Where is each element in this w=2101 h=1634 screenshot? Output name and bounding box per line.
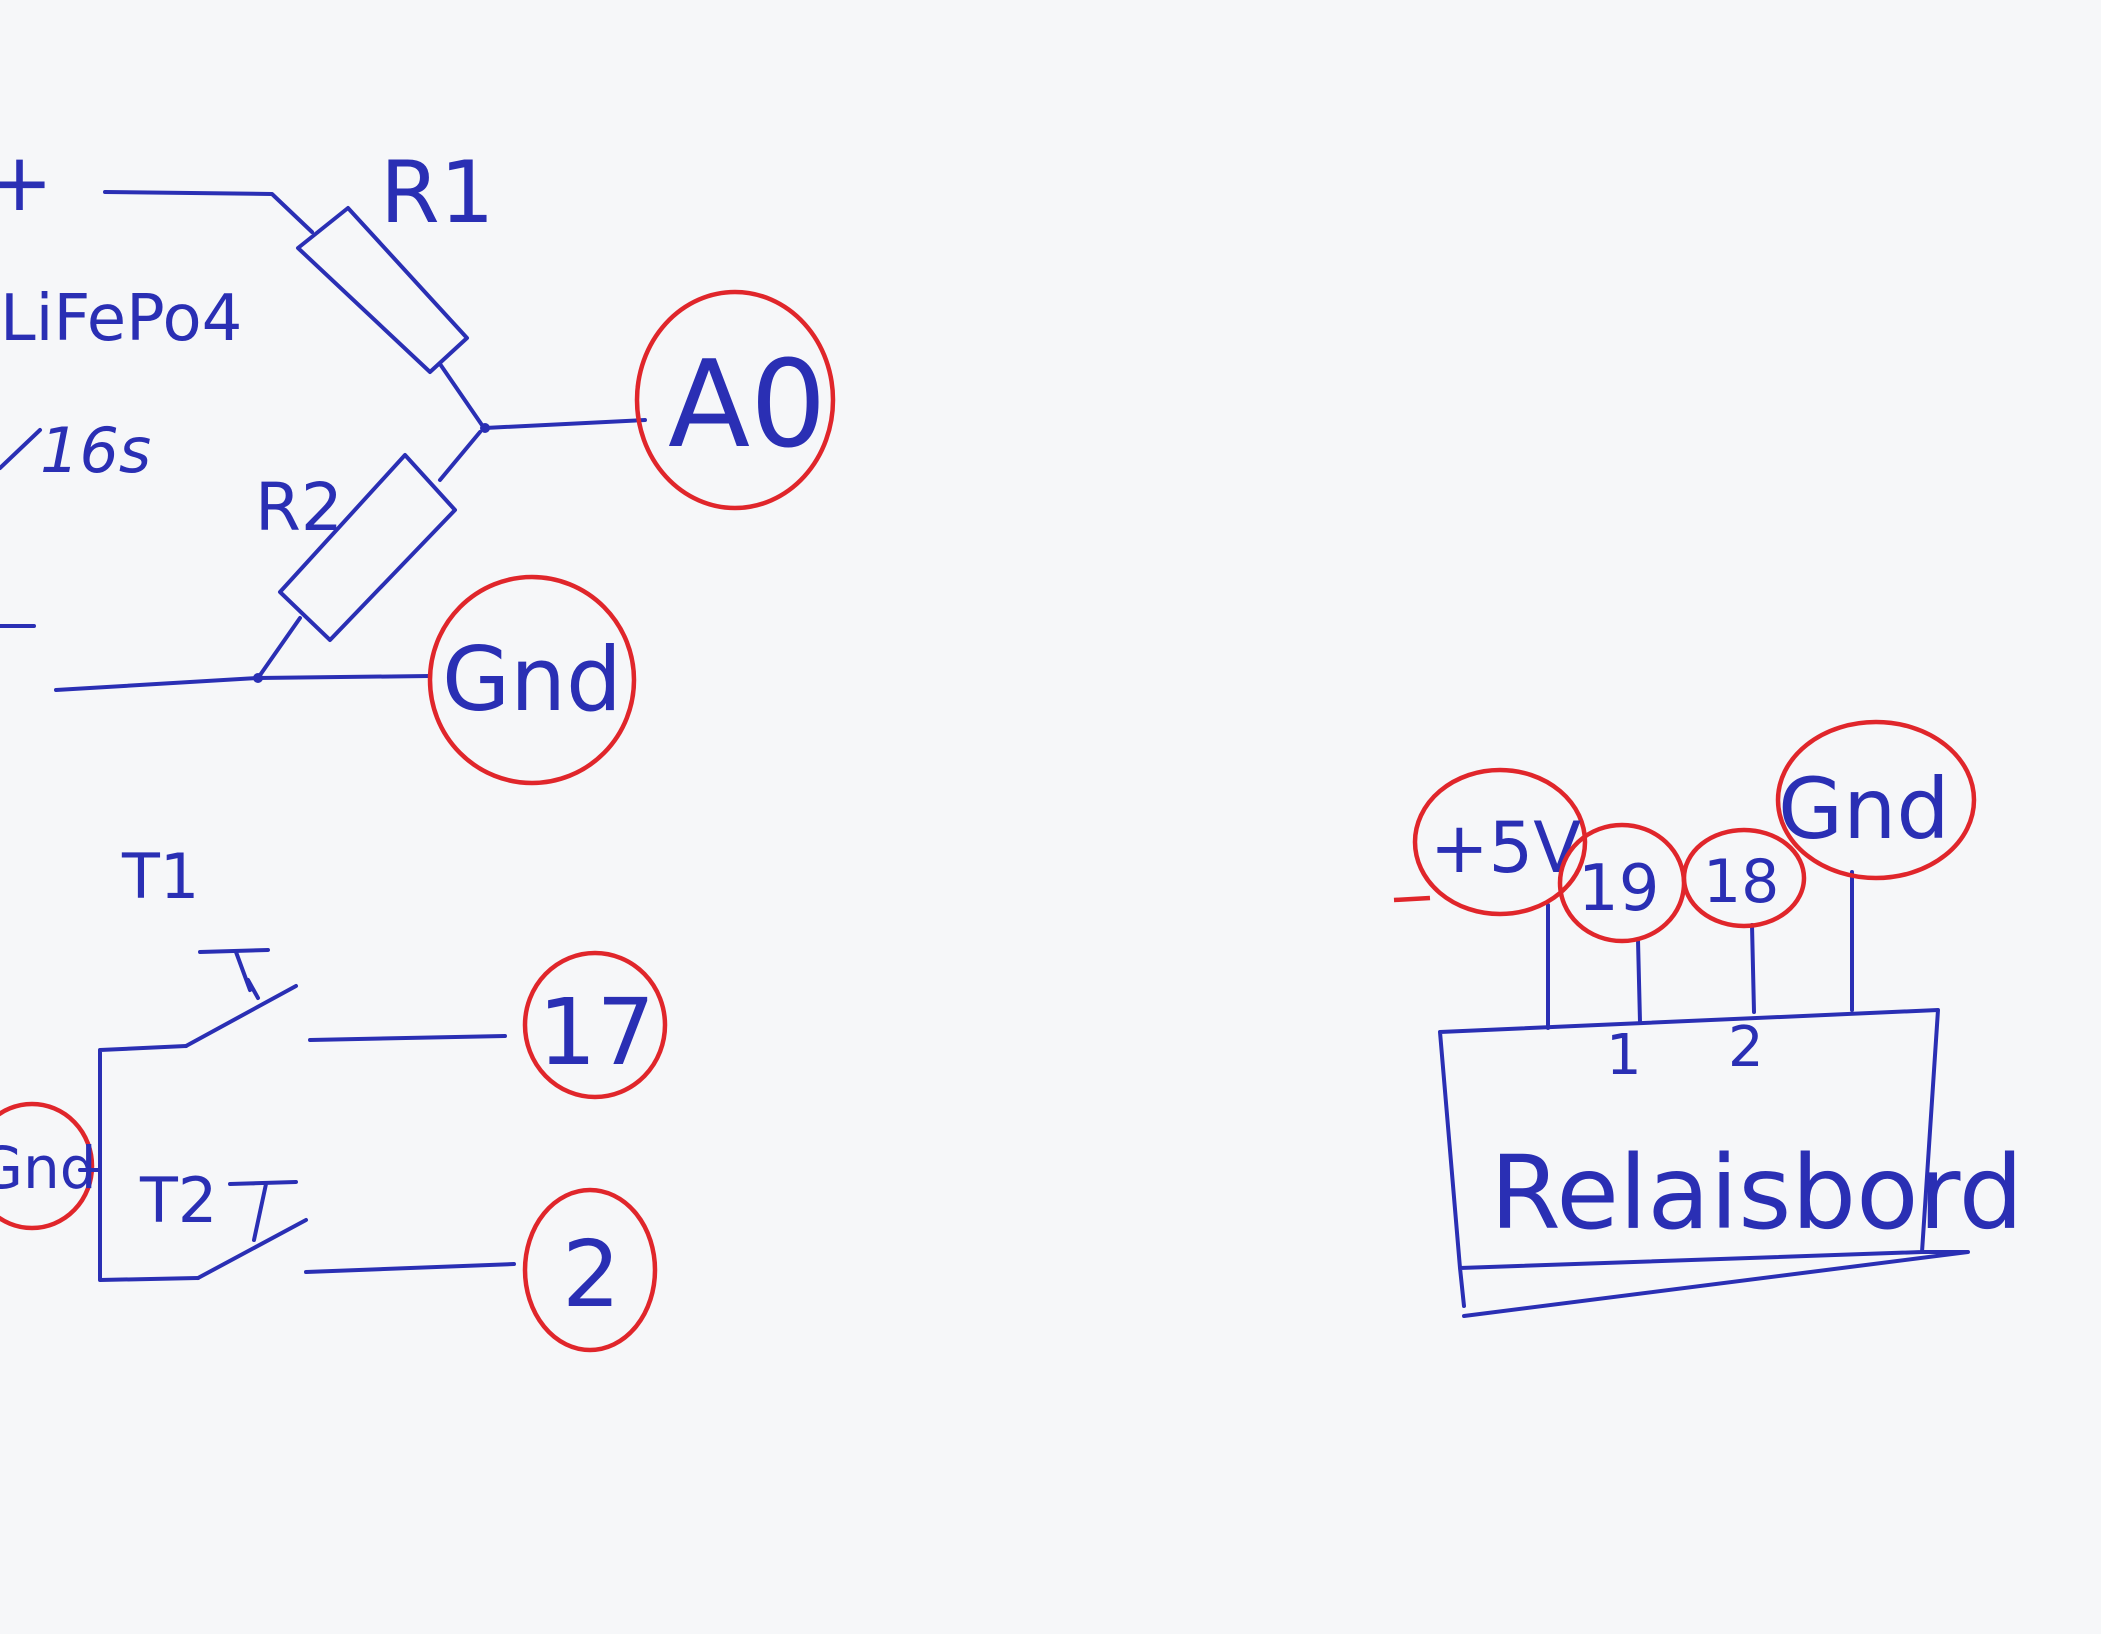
relay-pin-18-circle bbox=[1681, 827, 1807, 929]
battery-chemistry-label: LiFePo4 bbox=[0, 282, 242, 356]
relay-pin-5v-label: +5V bbox=[1430, 807, 1581, 889]
relay-channel-1: 1 bbox=[1606, 1023, 1642, 1088]
switch-t1-blade bbox=[184, 948, 298, 1048]
relay-lead-18 bbox=[1750, 923, 1756, 1014]
relay-channel-2: 2 bbox=[1728, 1015, 1764, 1080]
wire-t2-to-2 bbox=[304, 1262, 516, 1274]
pin-2-label: 2 bbox=[562, 1221, 621, 1328]
wire-junction-to-r2 bbox=[438, 430, 482, 482]
wire-to-a0 bbox=[483, 418, 647, 430]
relay-board-title: Relaisbord bbox=[1490, 1134, 2023, 1253]
switch-t2-label: T2 bbox=[139, 1164, 217, 1237]
pin-2-circle bbox=[522, 1187, 658, 1353]
relay-pin-gnd-label: Gnd bbox=[1778, 760, 1950, 858]
pin-17-label: 17 bbox=[538, 979, 655, 1086]
battery-cells-label: 16s bbox=[40, 414, 151, 487]
wire-plus-to-r1 bbox=[103, 190, 314, 234]
relay-board-box bbox=[1438, 1008, 1970, 1318]
relay-lead-19 bbox=[1636, 938, 1642, 1024]
pin-gnd-circle bbox=[427, 574, 637, 786]
relay-pin-5v-circle bbox=[1412, 767, 1588, 917]
pin-17-circle bbox=[522, 950, 668, 1100]
battery-cells-slash bbox=[0, 428, 42, 470]
wire-r1-to-junction bbox=[438, 362, 486, 430]
wire-t1-to-17 bbox=[308, 1034, 507, 1042]
switch-frame bbox=[78, 1044, 200, 1282]
relay-pin-5v-tail bbox=[1393, 895, 1431, 903]
wire-minus-to-gnd bbox=[54, 674, 432, 692]
resistor-r2 bbox=[278, 453, 457, 642]
resistor-r2-label: R2 bbox=[255, 469, 343, 546]
wire-r2-to-gnd bbox=[256, 616, 302, 680]
switch-t2-blade bbox=[196, 1180, 308, 1280]
relay-pin-gnd-circle bbox=[1775, 719, 1977, 881]
relay-pin-19-label: 19 bbox=[1578, 852, 1659, 926]
switch-t1-label: T1 bbox=[121, 840, 199, 913]
pin-a0-circle bbox=[634, 289, 836, 511]
pin-a0-label: A0 bbox=[668, 336, 826, 475]
pin-gnd-left-circle bbox=[0, 1101, 95, 1231]
pin-gnd-label: Gnd bbox=[442, 628, 622, 731]
resistor-r1-label: R1 bbox=[380, 143, 494, 243]
battery-plus: + bbox=[0, 136, 53, 229]
relay-pin-18-label: 18 bbox=[1703, 847, 1779, 917]
resistor-r1 bbox=[296, 206, 469, 374]
